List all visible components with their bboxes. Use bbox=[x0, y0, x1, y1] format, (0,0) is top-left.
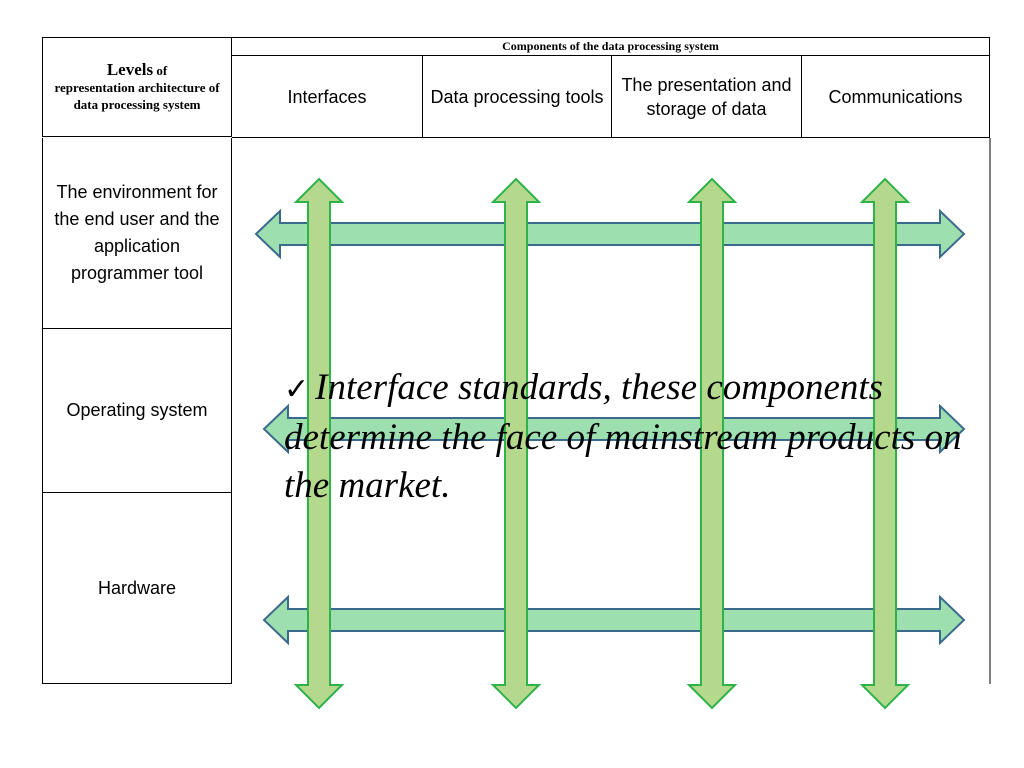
column-header-presentation-storage: The presentation and storage of data bbox=[612, 56, 802, 138]
checkmark-icon: ✓ bbox=[284, 373, 310, 406]
horizontal-arrow-middle bbox=[262, 403, 966, 455]
row-header-hardware: Hardware bbox=[42, 493, 232, 684]
column-header-data-processing-tools: Data processing tools bbox=[423, 56, 612, 138]
column-header-interfaces: Interfaces bbox=[232, 56, 423, 138]
levels-header-rest: representation architecture of data proc… bbox=[54, 80, 220, 112]
levels-header-suffix: of bbox=[156, 63, 168, 78]
vertical-arrow-communications bbox=[859, 177, 911, 710]
horizontal-arrow-bottom bbox=[262, 594, 966, 646]
row-header-end-user-environment: The environment for the end user and the… bbox=[42, 138, 232, 329]
interface-standards-note: ✓Interface standards, these components d… bbox=[284, 364, 984, 510]
levels-header-cell: Levels of representation architecture of… bbox=[42, 37, 232, 137]
horizontal-arrow-top bbox=[254, 208, 966, 260]
column-header-communications: Communications bbox=[802, 56, 990, 138]
components-header: Components of the data processing system bbox=[232, 37, 990, 56]
row-header-operating-system: Operating system bbox=[42, 329, 232, 493]
vertical-arrow-presentation bbox=[686, 177, 738, 710]
levels-header-title: Levels bbox=[106, 60, 154, 79]
note-text: Interface standards, these components de… bbox=[284, 367, 962, 506]
vertical-arrow-data-processing bbox=[490, 177, 542, 710]
vertical-arrow-interfaces bbox=[293, 177, 345, 710]
